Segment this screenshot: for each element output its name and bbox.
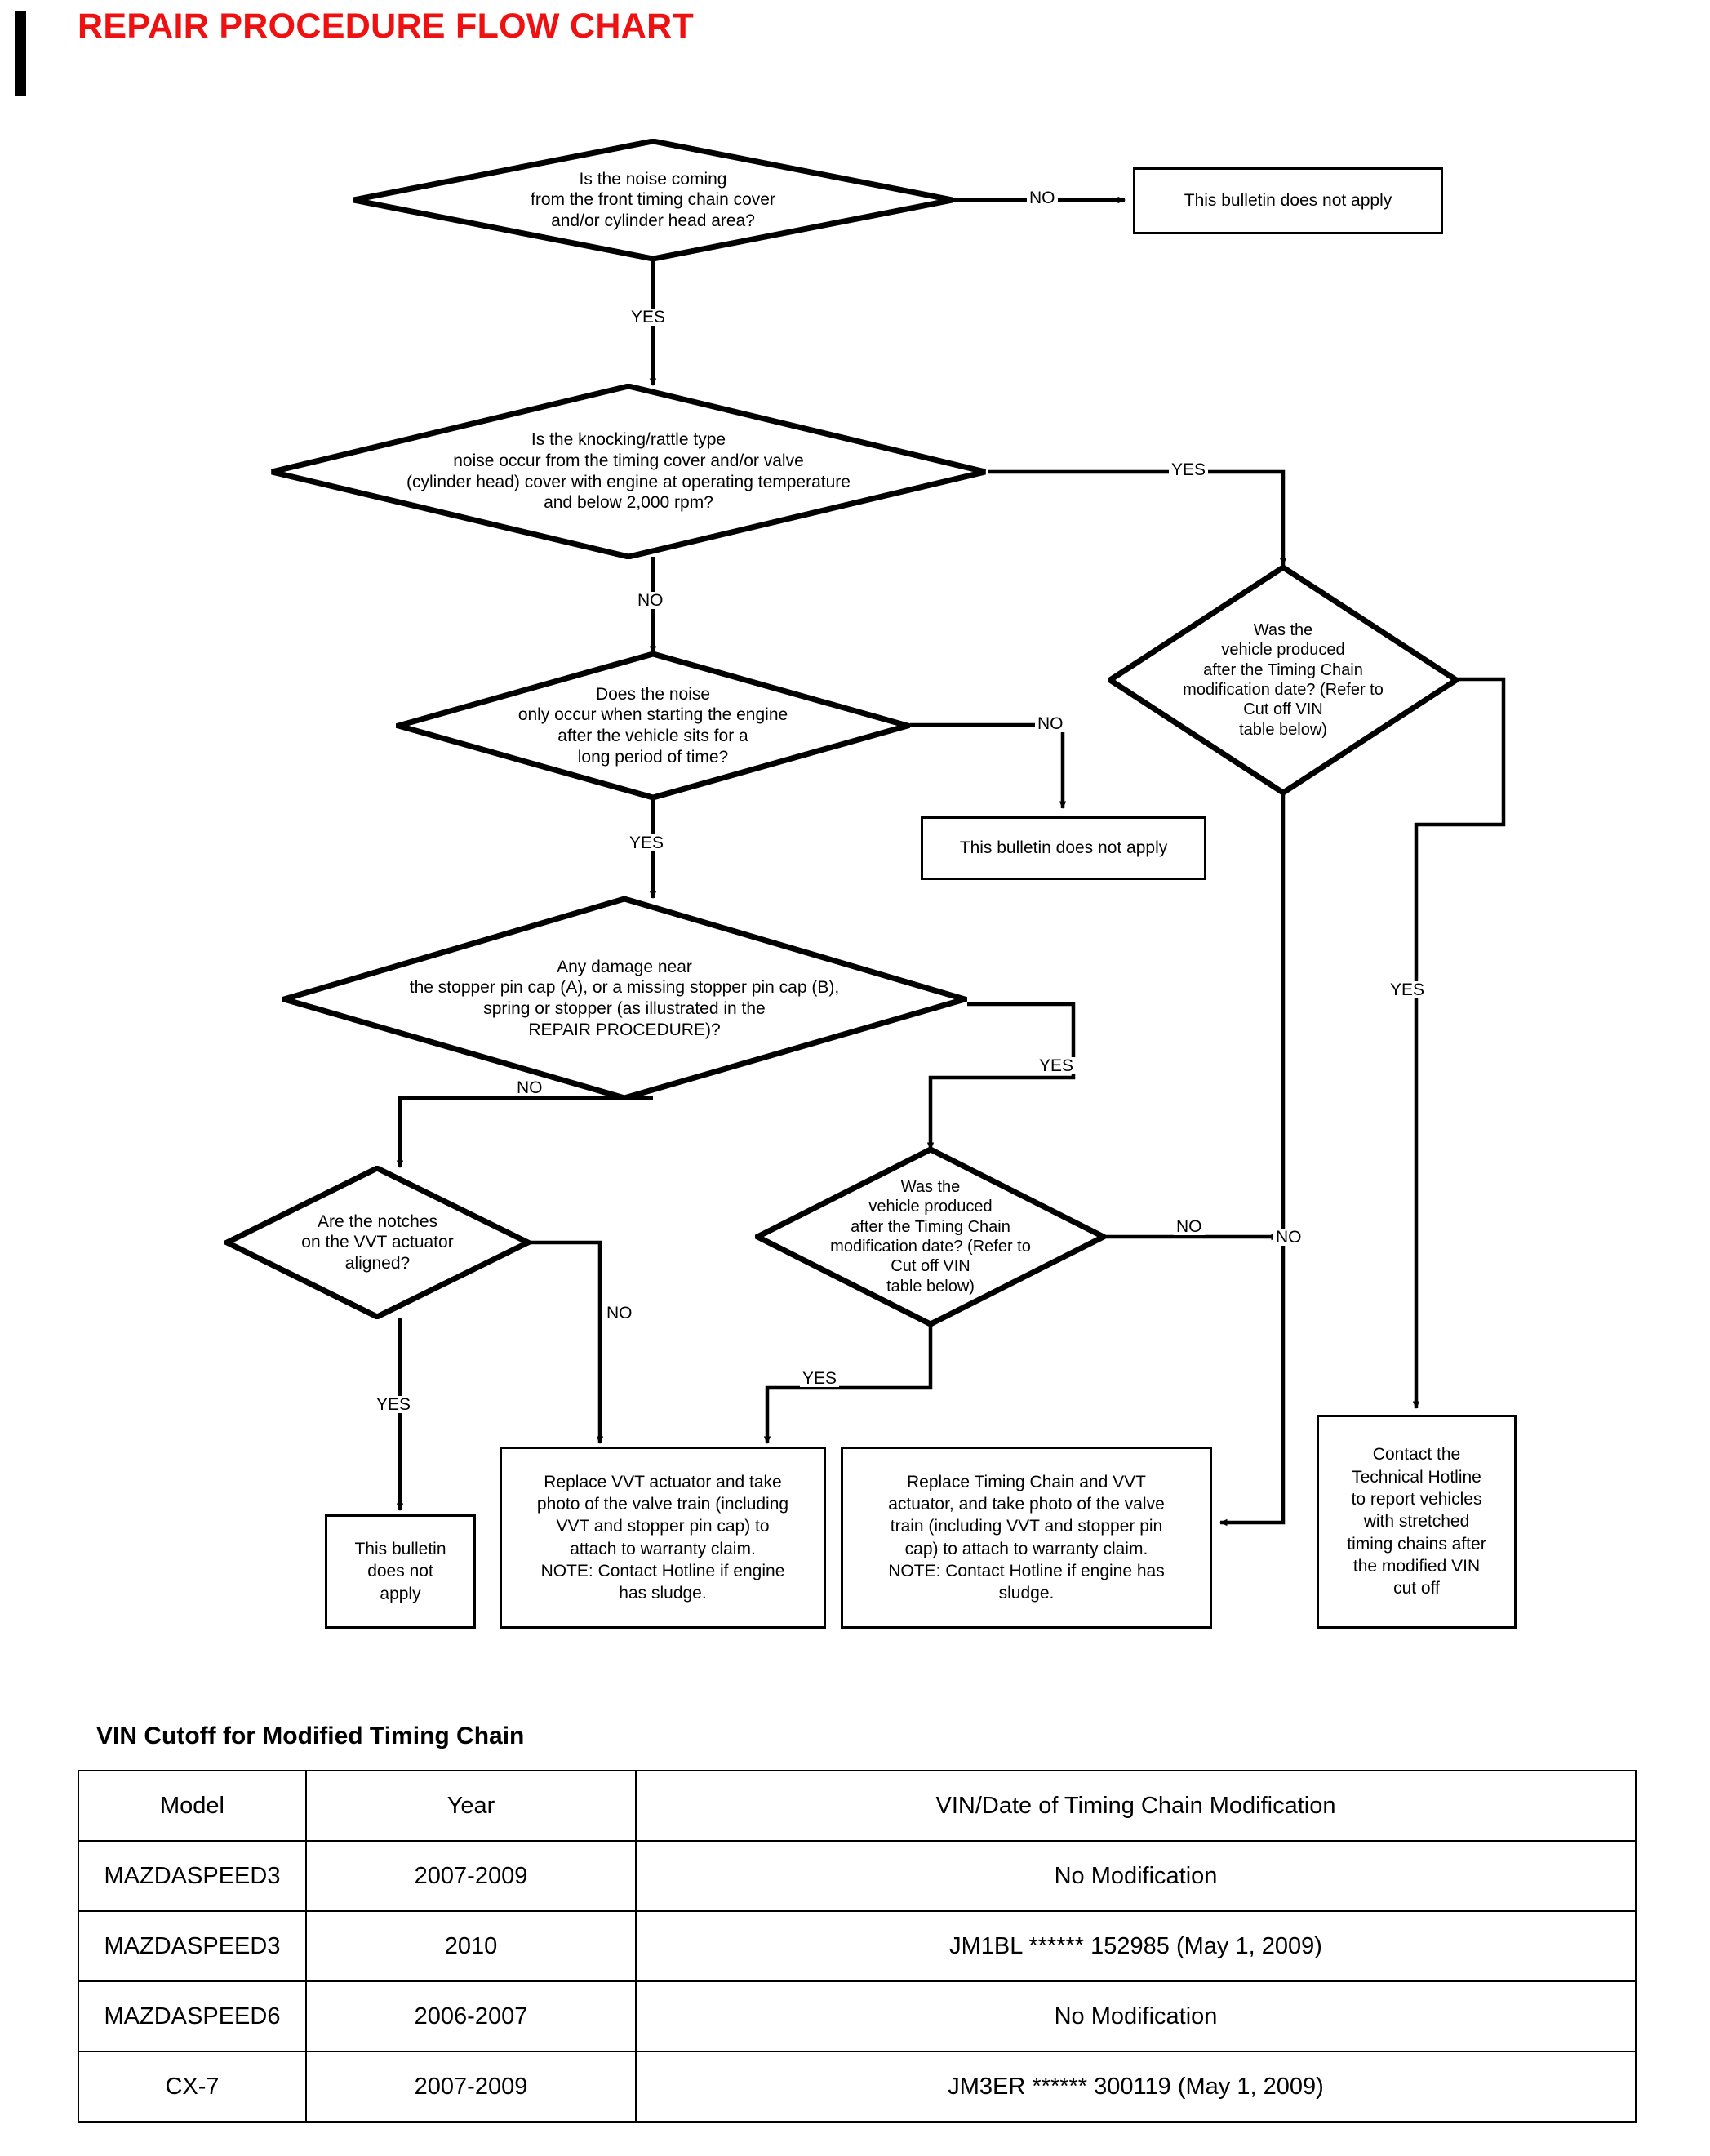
table-cell: JM3ER ****** 300119 (May 1, 2009) [635,2051,1637,2123]
outcome-bulletin-not-apply-2: This bulletin does not apply [921,816,1206,880]
decision-noise-location-label: Is the noise coming from the front timin… [531,169,775,230]
edge-label-q6-yes: YES [374,1396,414,1413]
table-cell: CX-7 [78,2051,307,2123]
decision-vin-cutoff-lower-label: Was the vehicle produced after the Timin… [830,1177,1031,1296]
edge-label-q4-yes: YES [1388,981,1428,998]
edge-label-q2-yes: YES [1169,461,1209,478]
decision-vin-cutoff-upper: Was the vehicle produced after the Timin… [1108,565,1459,795]
table-cell: MAZDASPEED6 [78,1980,307,2052]
edge-label-q1-yes: YES [628,309,668,326]
decision-stopper-pin-damage-label: Any damage near the stopper pin cap (A),… [409,957,840,1039]
edge-label-q5-no: NO [514,1079,545,1096]
edge-label-q2-no: NO [635,592,666,609]
edge-label-q3-no: NO [1035,715,1066,732]
table-cell: MAZDASPEED3 [78,1840,307,1912]
table-header-cell: Year [305,1770,637,1842]
title-accent-bar [15,11,26,96]
table-cell: 2007-2009 [305,1840,637,1912]
outcome-contact-technical-hotline: Contact the Technical Hotline to report … [1317,1415,1517,1629]
edge-label-q6-no: NO [604,1305,635,1322]
outcome-bulletin-not-apply-3-label: This bulletin does not apply [354,1540,446,1603]
table-cell: No Modification [635,1980,1637,2052]
decision-vvt-notches-aligned: Are the notches on the VVT actuator alig… [224,1166,531,1319]
decision-vin-cutoff-lower: Was the vehicle produced after the Timin… [755,1147,1106,1327]
page-title: REPAIR PROCEDURE FLOW CHART [78,7,695,46]
edge-label-q7-no: NO [1174,1218,1205,1235]
table-cell: MAZDASPEED3 [78,1910,307,1982]
decision-noise-on-startup-label: Does the noise only occur when starting … [517,684,788,767]
decision-knocking-rattle-label: Is the knocking/rattle type noise occur … [406,430,851,513]
table-cell: 2006-2007 [305,1980,637,2052]
table-cell: 2007-2009 [305,2051,637,2123]
outcome-replace-vvt-actuator: Replace VVT actuator and take photo of t… [500,1447,826,1629]
table-header-cell: VIN/Date of Timing Chain Modification [635,1770,1637,1842]
outcome-bulletin-not-apply-1-label: This bulletin does not apply [1184,191,1392,211]
outcome-bulletin-not-apply-2-label: This bulletin does not apply [959,838,1168,858]
edge-label-q1-no: NO [1027,189,1058,207]
table-cell: JM1BL ****** 152985 (May 1, 2009) [635,1910,1637,1982]
table-header-cell: Model [78,1770,307,1842]
outcome-replace-vvt-actuator-label: Replace VVT actuator and take photo of t… [536,1472,789,1603]
decision-vin-cutoff-upper-label: Was the vehicle produced after the Timin… [1183,620,1384,739]
outcome-contact-technical-hotline-label: Contact the Technical Hotline to report … [1347,1445,1486,1598]
outcome-bulletin-not-apply-1: This bulletin does not apply [1133,167,1443,234]
outcome-replace-timing-chain-label: Replace Timing Chain and VVT actuator, a… [888,1472,1165,1603]
decision-vvt-notches-aligned-label: Are the notches on the VVT actuator alig… [301,1211,454,1273]
outcome-bulletin-not-apply-3: This bulletin does not apply [325,1514,476,1629]
decision-noise-on-startup: Does the noise only occur when starting … [396,651,910,800]
edge-label-q3-yes: YES [627,834,667,851]
decision-knocking-rattle: Is the knocking/rattle type noise occur … [269,384,988,559]
decision-stopper-pin-damage: Any damage near the stopper pin cap (A),… [282,896,967,1100]
edge-label-q5-yes: YES [1037,1057,1077,1074]
decision-noise-location: Is the noise coming from the front timin… [351,139,955,261]
vin-table-title: VIN Cutoff for Modified Timing Chain [96,1723,525,1749]
edge-label-merge-no: NO [1273,1229,1304,1246]
table-cell: 2010 [305,1910,637,1982]
outcome-replace-timing-chain: Replace Timing Chain and VVT actuator, a… [841,1447,1212,1629]
table-cell: No Modification [635,1840,1637,1912]
edge-label-q7-yes: YES [800,1370,840,1387]
